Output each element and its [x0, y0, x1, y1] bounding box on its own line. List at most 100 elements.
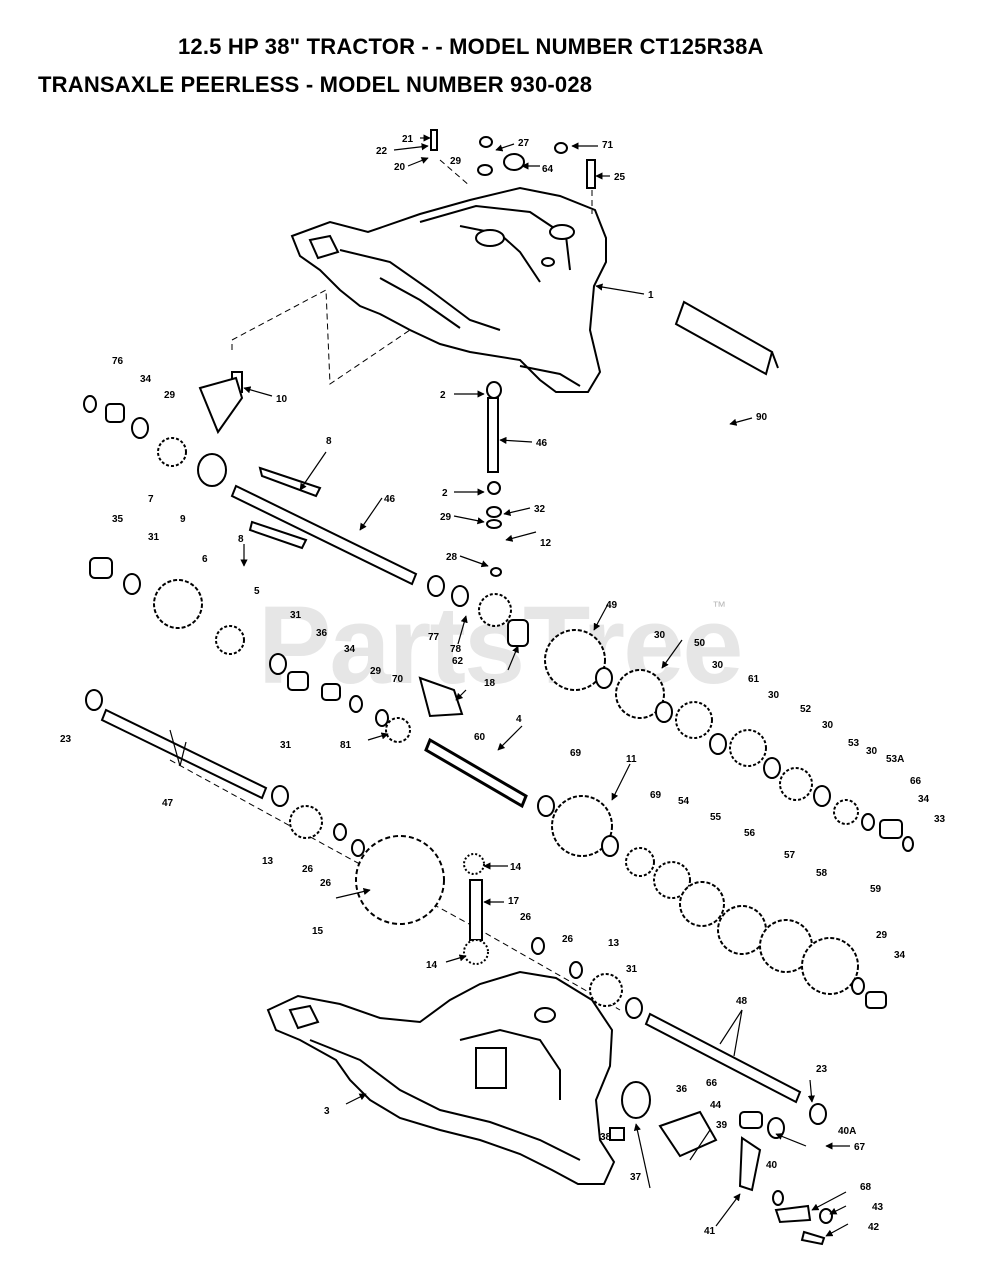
part-label-p53A: 53A	[886, 754, 904, 765]
part-label-p61: 61	[748, 674, 760, 685]
part-label-p3: 3	[324, 1106, 330, 1117]
watermark-trademark: ™	[712, 598, 726, 614]
part-label-p30c: 30	[768, 690, 780, 701]
part-label-p6: 6	[202, 554, 208, 565]
part-label-p32: 32	[534, 504, 546, 515]
part-label-p8b: 8	[238, 534, 244, 545]
part-label-p48: 48	[736, 996, 748, 1007]
part-label-p53: 53	[848, 738, 860, 749]
part-label-p42: 42	[868, 1222, 880, 1233]
part-label-p34c: 34	[918, 794, 930, 805]
part-label-p67: 67	[854, 1142, 866, 1153]
part-label-p58: 58	[816, 868, 828, 879]
part-label-p34b: 34	[344, 644, 356, 655]
part-label-p54: 54	[678, 796, 690, 807]
gears	[153, 437, 859, 1007]
part-label-p47: 47	[162, 798, 174, 809]
part-label-p21: 21	[402, 134, 414, 145]
part-label-p41: 41	[704, 1226, 716, 1237]
part-label-p13a: 13	[262, 856, 274, 867]
part-label-p59: 59	[870, 884, 882, 895]
part-label-p2b: 2	[442, 488, 448, 499]
part-label-p31b: 31	[290, 610, 302, 621]
part-label-p26a: 26	[302, 864, 314, 875]
part-label-p31a: 31	[148, 532, 160, 543]
part-label-p27: 27	[518, 138, 530, 149]
part-label-p30e: 30	[866, 746, 878, 757]
part-label-p13b: 13	[608, 938, 620, 949]
part-label-p36a: 36	[316, 628, 328, 639]
part-label-p25: 25	[614, 172, 626, 183]
part-label-p64a: 64	[542, 164, 554, 175]
part-label-p62a: 62	[452, 656, 464, 667]
part-label-p68: 68	[860, 1182, 872, 1193]
part-label-p70: 70	[392, 674, 404, 685]
part-label-p1: 1	[648, 290, 654, 301]
part-label-p60: 60	[474, 732, 486, 743]
part-label-p7: 7	[148, 494, 154, 505]
part-label-p40A: 40A	[838, 1126, 856, 1137]
part-label-p14a: 14	[510, 862, 522, 873]
part-label-p26c: 26	[520, 912, 532, 923]
part-label-p69a: 69	[570, 748, 582, 759]
part-label-p78: 78	[450, 644, 462, 655]
part-label-p29b: 29	[164, 390, 176, 401]
part-label-p22: 22	[376, 146, 388, 157]
part-label-p34d: 34	[894, 950, 906, 961]
part-label-p40: 40	[766, 1160, 778, 1171]
diagram-title-line-1: 12.5 HP 38" TRACTOR - - MODEL NUMBER CT1…	[178, 34, 764, 59]
part-label-p44: 44	[710, 1100, 722, 1111]
part-label-p29c: 29	[440, 512, 452, 523]
part-label-p12: 12	[540, 538, 552, 549]
part-label-p50: 50	[694, 638, 706, 649]
part-label-p49: 49	[606, 600, 618, 611]
part-label-p30b: 30	[712, 660, 724, 671]
part-label-p33: 33	[934, 814, 946, 825]
part-label-p55: 55	[710, 812, 722, 823]
part-label-p34a: 34	[140, 374, 152, 385]
part-label-p23b: 23	[816, 1064, 828, 1075]
part-label-p31c: 31	[280, 740, 292, 751]
upper-housing	[290, 186, 607, 393]
part-label-p9: 9	[180, 514, 186, 525]
part-label-p46a: 46	[536, 438, 548, 449]
part-label-p90: 90	[756, 412, 768, 423]
part-label-p20: 20	[394, 162, 406, 173]
lower-housing	[266, 970, 616, 1185]
part-label-p56: 56	[744, 828, 756, 839]
part-label-p2a: 2	[440, 390, 446, 401]
part-label-p10: 10	[276, 394, 288, 405]
part-label-p43: 43	[872, 1202, 884, 1213]
part-label-p39: 39	[716, 1120, 728, 1131]
part-label-p26b: 26	[320, 878, 332, 889]
part-label-p28: 28	[446, 552, 458, 563]
part-label-p30d: 30	[822, 720, 834, 731]
part-label-p29d: 29	[370, 666, 382, 677]
part-label-p23a: 23	[60, 734, 72, 745]
part-label-p37: 37	[630, 1172, 642, 1183]
washers-and-bushings	[83, 129, 914, 1246]
part-label-p76a: 76	[112, 356, 124, 367]
part-label-p29a: 29	[450, 156, 462, 167]
leader-lines	[169, 134, 850, 1237]
part-label-p17: 17	[508, 896, 520, 907]
part-label-p14b: 14	[426, 960, 438, 971]
part-label-p18: 18	[484, 678, 496, 689]
part-label-p66b: 66	[706, 1078, 718, 1089]
part-label-p57: 57	[784, 850, 796, 861]
part-label-p46b: 46	[384, 494, 396, 505]
part-label-p52: 52	[800, 704, 812, 715]
shafts	[100, 300, 802, 1104]
diagram-title-line-2: TRANSAXLE PEERLESS - MODEL NUMBER 930-02…	[38, 72, 593, 97]
part-label-p66a: 66	[910, 776, 922, 787]
part-label-p11: 11	[626, 754, 637, 765]
part-label-p29e: 29	[876, 930, 888, 941]
part-label-p4: 4	[516, 714, 522, 725]
part-label-p5: 5	[254, 586, 260, 597]
part-label-p69b: 69	[650, 790, 662, 801]
part-label-p8a: 8	[326, 436, 332, 447]
part-label-p35: 35	[112, 514, 124, 525]
part-label-p15: 15	[312, 926, 324, 937]
